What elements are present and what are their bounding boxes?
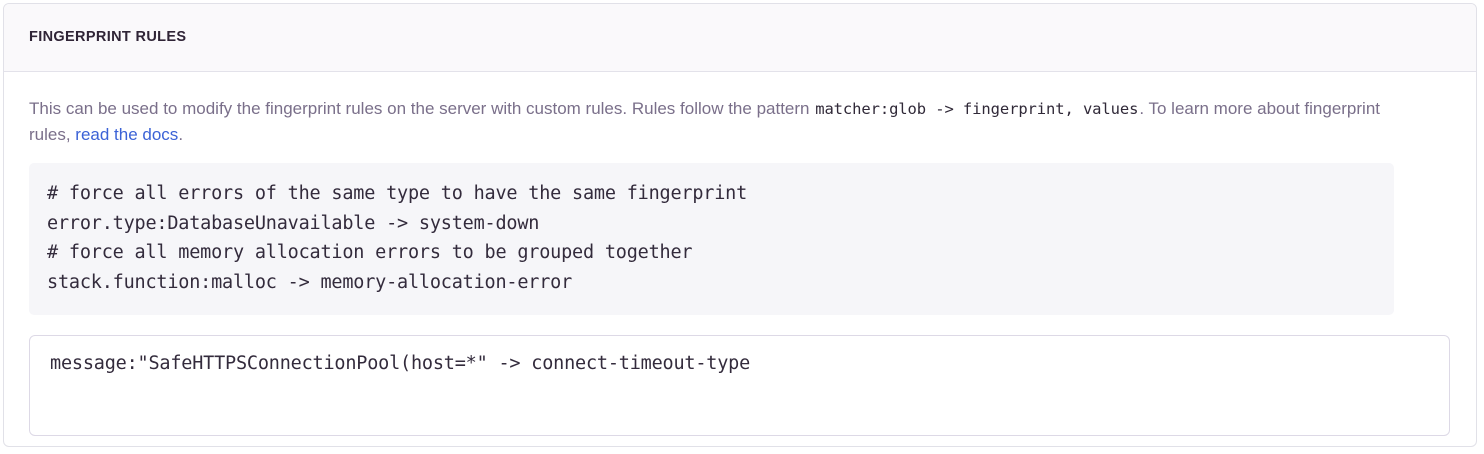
code-line: error.type:DatabaseUnavailable -> system… xyxy=(47,212,540,234)
example-code-block: # force all errors of the same type to h… xyxy=(29,163,1394,315)
description-trailing: . xyxy=(178,125,184,145)
fingerprint-rules-panel: FINGERPRINT RULES This can be used to mo… xyxy=(3,3,1477,447)
page-title: FINGERPRINT RULES xyxy=(29,29,187,46)
panel-header: FINGERPRINT RULES xyxy=(4,4,1476,72)
code-line: # force all memory allocation errors to … xyxy=(47,242,693,264)
description-text: This can be used to modify the fingerpri… xyxy=(29,96,1389,148)
code-line: stack.function:malloc -> memory-allocati… xyxy=(47,271,573,293)
panel-body: This can be used to modify the fingerpri… xyxy=(4,72,1476,436)
inline-code-pattern: matcher:glob -> fingerprint, values xyxy=(815,100,1139,118)
fingerprint-rules-input[interactable] xyxy=(29,334,1450,436)
description-before-code: This can be used to modify the fingerpri… xyxy=(29,99,815,118)
read-the-docs-link[interactable]: read the docs xyxy=(75,125,179,145)
code-line: # force all errors of the same type to h… xyxy=(47,183,748,205)
description-after-code: . To learn more about fingerprint rules, xyxy=(29,99,1380,145)
